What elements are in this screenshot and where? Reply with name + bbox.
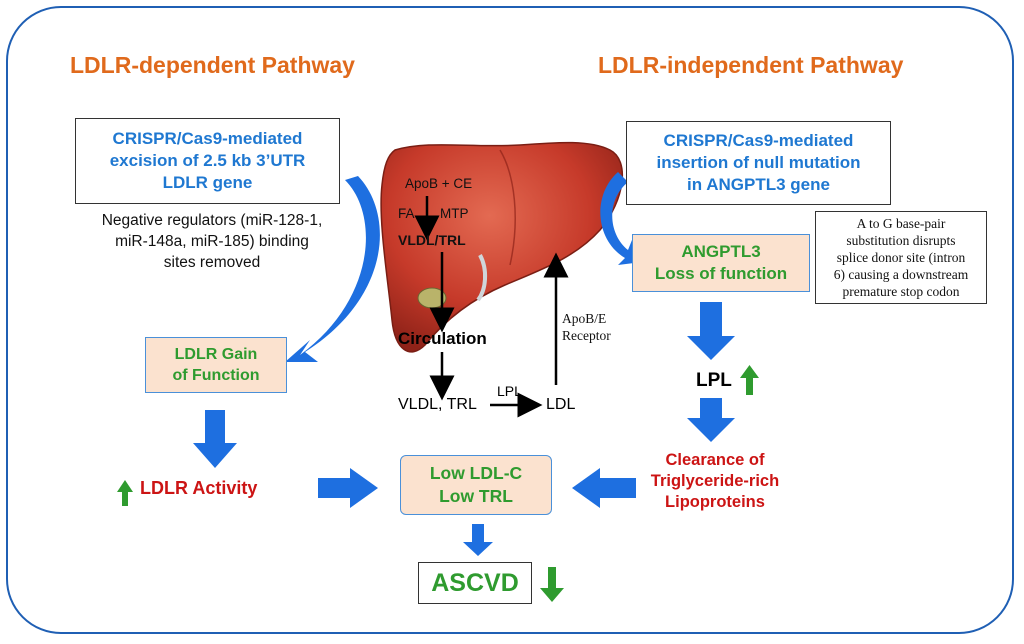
receptor-line-1: ApoB/E [562, 311, 607, 326]
up-arrow-lpl [740, 365, 759, 395]
clearance-label: Clearance of Triglyceride-rich Lipoprote… [626, 450, 804, 513]
note-angptl3-line-1: A to G base-pair [856, 216, 946, 231]
crispr-angptl3-line-3: in ANGPTL3 gene [687, 175, 830, 194]
down-arrow-ascvd [540, 567, 564, 602]
lpl-label: LPL [696, 370, 732, 391]
crispr-box-angptl3: CRISPR/Cas9-mediated insertion of null m… [626, 121, 891, 205]
arrow-gain-to-activity [193, 410, 237, 468]
low-line-2: Low TRL [439, 486, 513, 506]
clearance-line-2: Triglyceride-rich [650, 472, 780, 490]
crispr-angptl3-line-1: CRISPR/Cas9-mediated [663, 131, 854, 150]
note-ldlr-line-2: miR-148a, miR-185) binding [115, 233, 309, 250]
fa-label: FA [398, 206, 415, 221]
arrow-lpl-to-clearance [687, 398, 735, 442]
note-angptl3-line-4: 6) causing a downstream [833, 267, 969, 282]
note-splice-mutation: A to G base-pair substitution disrupts s… [815, 211, 987, 304]
note-negative-regulators: Negative regulators (miR-128-1, miR-148a… [72, 210, 352, 273]
ldlr-gain-of-function-box: LDLR Gain of Function [145, 337, 287, 393]
ldl-label: LDL [546, 396, 576, 413]
ldlr-activity-label: LDLR Activity [140, 478, 258, 498]
diagram-frame [6, 6, 1014, 634]
title-ldlr-dependent: LDLR-dependent Pathway [70, 52, 355, 78]
ascvd-box: ASCVD [418, 562, 532, 604]
arrow-loss-to-lpl [687, 302, 735, 360]
apob-ce-label: ApoB + CE [405, 176, 473, 191]
crispr-ldlr-line-1: CRISPR/Cas9-mediated [112, 129, 303, 148]
loss-line-2: Loss of function [654, 264, 788, 283]
note-ldlr-line-3: sites removed [163, 254, 261, 271]
note-angptl3-line-2: substitution disrupts [846, 233, 956, 248]
receptor-line-2: Receptor [562, 328, 611, 343]
note-ldlr-line-1: Negative regulators (miR-128-1, [101, 212, 323, 229]
crispr-angptl3-line-2: insertion of null mutation [656, 153, 861, 172]
clearance-line-1: Clearance of [665, 451, 765, 469]
circulation-label: Circulation [398, 329, 487, 348]
vldl-trl-bottom-label: VLDL, TRL [398, 396, 477, 413]
note-angptl3-line-3: splice donor site (intron [836, 250, 966, 265]
arrow-activity-to-low [318, 468, 378, 508]
curved-arrow-left [285, 176, 380, 362]
lpl-liver-label: LPL [497, 383, 522, 399]
clearance-line-3: Lipoproteins [665, 493, 765, 511]
ascvd-label: ASCVD [431, 568, 519, 597]
apob-e-receptor-label: ApoB/E Receptor [562, 310, 611, 344]
note-angptl3-line-5: premature stop codon [842, 284, 960, 299]
arrow-clearance-to-low [572, 468, 636, 508]
curved-arrow-right [600, 172, 642, 265]
vldl-trl-label: VLDL/TRL [398, 232, 466, 248]
loss-line-1: ANGPTL3 [681, 242, 761, 261]
title-ldlr-independent: LDLR-independent Pathway [598, 52, 904, 78]
low-ldl-trl-box: Low LDL-C Low TRL [400, 455, 552, 515]
low-line-1: Low LDL-C [429, 463, 523, 483]
mtp-label: MTP [440, 206, 469, 221]
crispr-ldlr-line-3: LDLR gene [162, 173, 253, 192]
up-arrow-ldlr-activity [117, 480, 133, 506]
arrow-low-to-ascvd [463, 524, 493, 556]
liver-flow-arrows [414, 196, 569, 418]
angptl3-loss-of-function-box: ANGPTL3 Loss of function [632, 234, 810, 292]
crispr-box-ldlr: CRISPR/Cas9-mediated excision of 2.5 kb … [75, 118, 340, 204]
gain-line-2: of Function [172, 367, 260, 384]
crispr-ldlr-line-2: excision of 2.5 kb 3’UTR [109, 151, 306, 170]
gain-line-1: LDLR Gain [174, 346, 258, 363]
